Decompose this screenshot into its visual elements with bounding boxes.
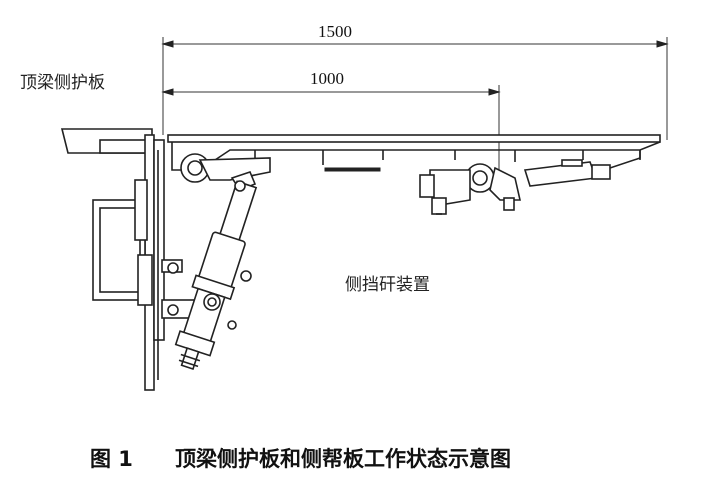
- label-canopy-side-guard: 顶梁侧护板: [20, 73, 105, 93]
- figure-number: 图 1: [90, 447, 133, 471]
- hydraulic-cylinder: [174, 180, 258, 370]
- figure-caption: 顶梁侧护板和侧帮板工作状态示意图: [175, 447, 511, 471]
- dimension-1000: 1000: [161, 69, 501, 180]
- dimension-1500-label: 1500: [318, 22, 352, 41]
- side-guard-plate: [60, 128, 213, 391]
- dimension-1000-label: 1000: [310, 69, 344, 88]
- pivot-joint-middle: [465, 163, 495, 193]
- side-baffle-linkage: [419, 159, 611, 215]
- dimension-1500: 1500: [161, 22, 669, 140]
- label-side-baffle-device: 侧挡矸装置: [345, 275, 430, 295]
